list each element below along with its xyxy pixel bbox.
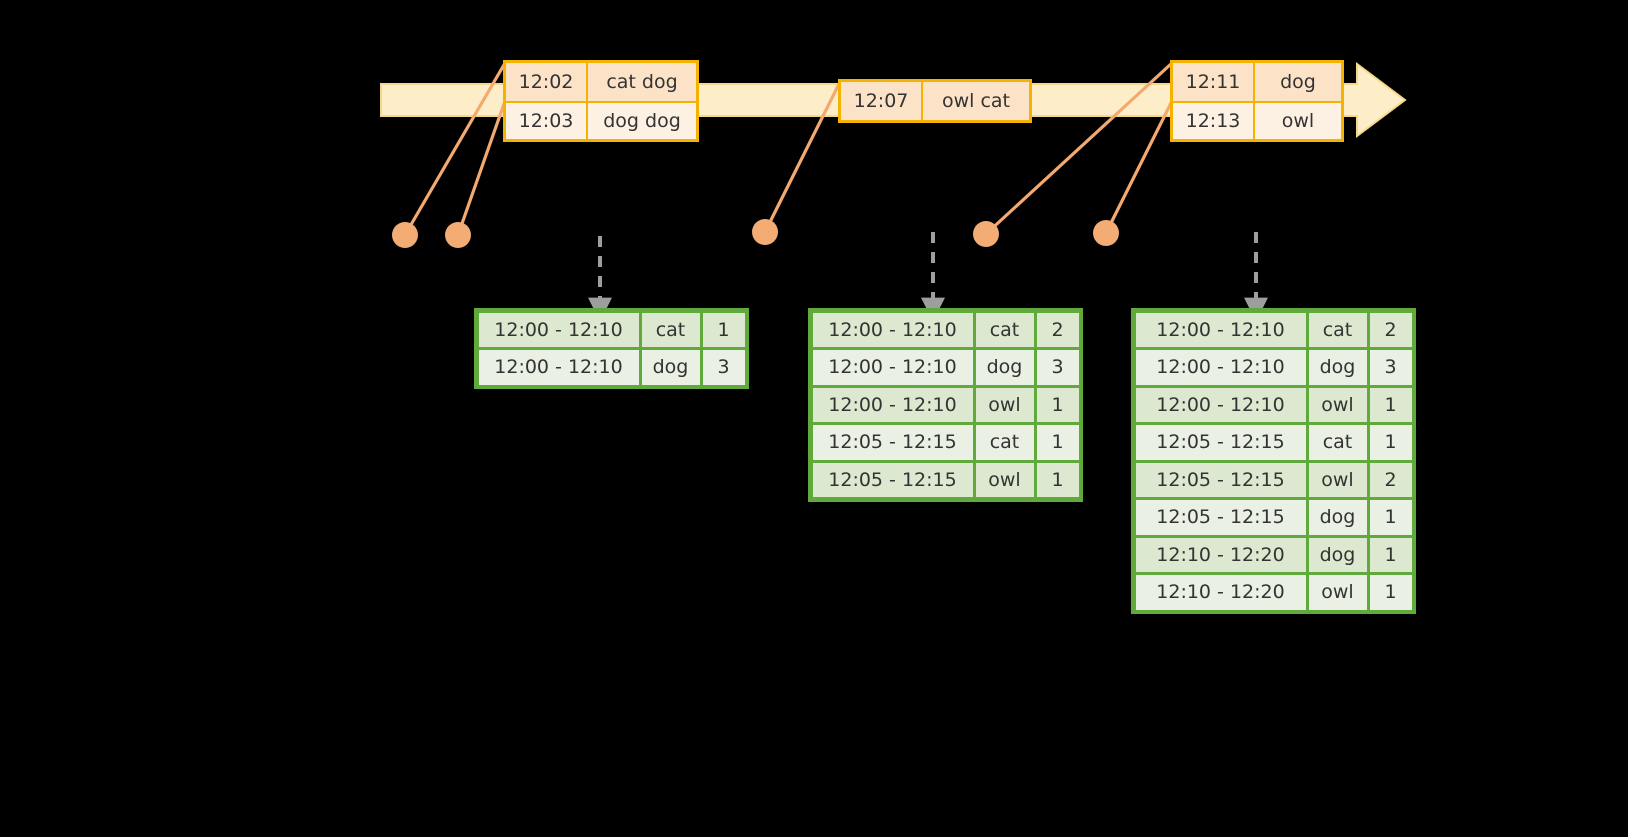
marker-4-dot: [973, 221, 999, 247]
window-cell: 12:00 - 12:10: [812, 387, 973, 422]
count-cell: 1: [1036, 462, 1079, 497]
event-timestamp: 12:03: [506, 103, 588, 139]
event-timestamp: 12:11: [1173, 63, 1255, 101]
count-cell: 1: [1369, 425, 1412, 460]
count-cell: 1: [1369, 575, 1412, 610]
key-cell: dog: [1308, 500, 1367, 535]
marker-2-connector: [456, 99, 507, 237]
key-cell: cat: [641, 312, 700, 347]
count-cell: 1: [1036, 425, 1079, 460]
window-cell: 12:00 - 12:10: [1135, 387, 1306, 422]
window-cell: 12:00 - 12:10: [812, 312, 973, 347]
window-cell: 12:05 - 12:15: [1135, 425, 1306, 460]
marker-5-dot: [1093, 220, 1119, 246]
flow-arrows: [588, 232, 1268, 322]
count-cell: 2: [1369, 462, 1412, 497]
key-cell: owl: [1308, 462, 1367, 497]
window-cell: 12:00 - 12:10: [478, 312, 639, 347]
key-cell: dog: [975, 350, 1034, 385]
count-cell: 1: [1369, 500, 1412, 535]
window-cell: 12:05 - 12:15: [812, 425, 973, 460]
marker-1-dot: [392, 222, 418, 248]
key-cell: dog: [1308, 537, 1367, 572]
key-cell: cat: [1308, 312, 1367, 347]
marker-dots: [392, 219, 1119, 248]
event-value: dog dog: [588, 103, 696, 139]
count-cell: 2: [1036, 312, 1079, 347]
key-cell: cat: [1308, 425, 1367, 460]
marker-3-dot: [752, 219, 778, 245]
count-cell: 3: [1036, 350, 1079, 385]
count-cell: 1: [1369, 387, 1412, 422]
key-cell: owl: [975, 462, 1034, 497]
window-cell: 12:00 - 12:10: [1135, 350, 1306, 385]
window-cell: 12:10 - 12:20: [1135, 537, 1306, 572]
event-value: cat dog: [588, 63, 696, 101]
marker-3-connector: [763, 80, 842, 234]
key-cell: owl: [975, 387, 1034, 422]
event-value: owl: [1255, 103, 1341, 139]
window-cell: 12:00 - 12:10: [812, 350, 973, 385]
key-cell: dog: [641, 350, 700, 385]
count-cell: 2: [1369, 312, 1412, 347]
count-cell: 1: [1369, 537, 1412, 572]
key-cell: dog: [1308, 350, 1367, 385]
event-timestamp: 12:13: [1173, 103, 1255, 139]
event-timestamp: 12:02: [506, 63, 588, 101]
key-cell: owl: [1308, 575, 1367, 610]
event-timestamp: 12:07: [841, 82, 923, 120]
window-cell: 12:05 - 12:15: [812, 462, 973, 497]
key-cell: cat: [975, 312, 1034, 347]
count-cell: 3: [702, 350, 745, 385]
count-cell: 3: [1369, 350, 1412, 385]
window-cell: 12:00 - 12:10: [1135, 312, 1306, 347]
count-cell: 1: [1036, 387, 1079, 422]
window-cell: 12:05 - 12:15: [1135, 500, 1306, 535]
window-cell: 12:10 - 12:20: [1135, 575, 1306, 610]
marker-2-dot: [445, 222, 471, 248]
window-cell: 12:00 - 12:10: [478, 350, 639, 385]
event-value: dog: [1255, 63, 1341, 101]
count-cell: 1: [702, 312, 745, 347]
window-cell: 12:05 - 12:15: [1135, 462, 1306, 497]
event-value: owl cat: [923, 82, 1029, 120]
marker-1-connector: [403, 61, 507, 237]
marker-5-connector: [1104, 99, 1174, 235]
key-cell: cat: [975, 425, 1034, 460]
key-cell: owl: [1308, 387, 1367, 422]
